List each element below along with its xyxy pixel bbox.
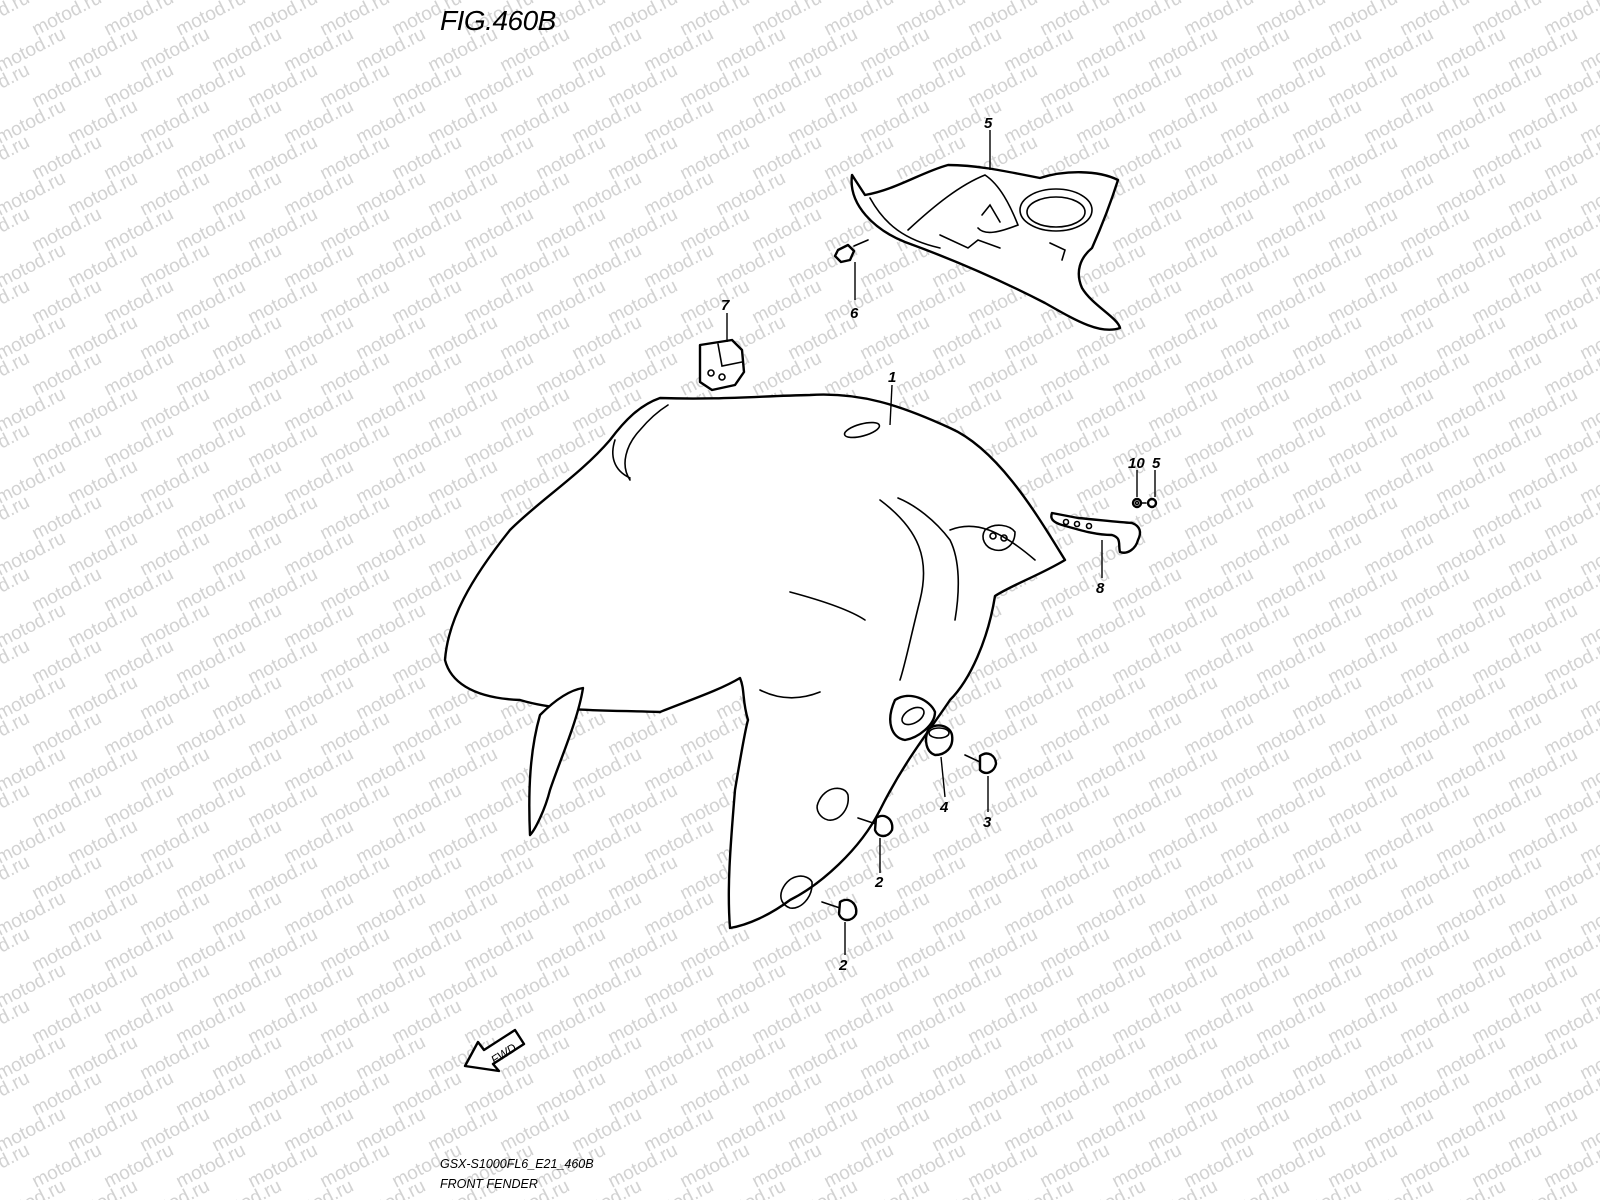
callout-10: 10 bbox=[1128, 455, 1145, 472]
brake-hose-clamp-part-8 bbox=[1050, 511, 1142, 554]
watermark-text: motod.ru bbox=[1577, 1176, 1600, 1200]
callout-1: 1 bbox=[888, 369, 896, 386]
screw-part-3 bbox=[964, 752, 998, 775]
watermark-text: motod.ru bbox=[0, 0, 33, 40]
model-code: GSX-S1000FL6_E21_460B bbox=[440, 1157, 594, 1171]
front-fender-part bbox=[443, 393, 1067, 930]
washer-part-10 bbox=[1131, 497, 1143, 509]
screw-part-2-lower bbox=[821, 898, 858, 922]
clamp-part-7 bbox=[698, 338, 746, 392]
figure-caption: FRONT FENDER bbox=[440, 1177, 538, 1191]
callout-5-inner-fender: 5 bbox=[984, 115, 993, 132]
callout-2-lower: 2 bbox=[838, 957, 848, 974]
callout-3: 3 bbox=[983, 814, 992, 831]
callout-2-upper: 2 bbox=[874, 874, 884, 891]
leader-lines bbox=[726, 130, 1156, 955]
screw-part-2-upper bbox=[857, 814, 894, 838]
cushion-part-4 bbox=[924, 724, 954, 757]
callout-7: 7 bbox=[721, 297, 730, 314]
bolt-part-6 bbox=[833, 239, 869, 264]
inner-fender-part bbox=[850, 163, 1122, 331]
callouts: 5 6 7 1 10 5 8 4 3 2 2 bbox=[721, 115, 1161, 974]
watermark-text: motod.ru bbox=[1577, 0, 1600, 4]
figure-title: FIG.460B bbox=[440, 5, 556, 36]
callout-4: 4 bbox=[939, 799, 949, 816]
fwd-arrow-icon: FWD bbox=[463, 1028, 526, 1073]
callout-5-screw: 5 bbox=[1152, 455, 1161, 472]
callout-8: 8 bbox=[1096, 580, 1105, 597]
screw-part-5 bbox=[1140, 497, 1158, 509]
callout-6: 6 bbox=[850, 305, 859, 322]
